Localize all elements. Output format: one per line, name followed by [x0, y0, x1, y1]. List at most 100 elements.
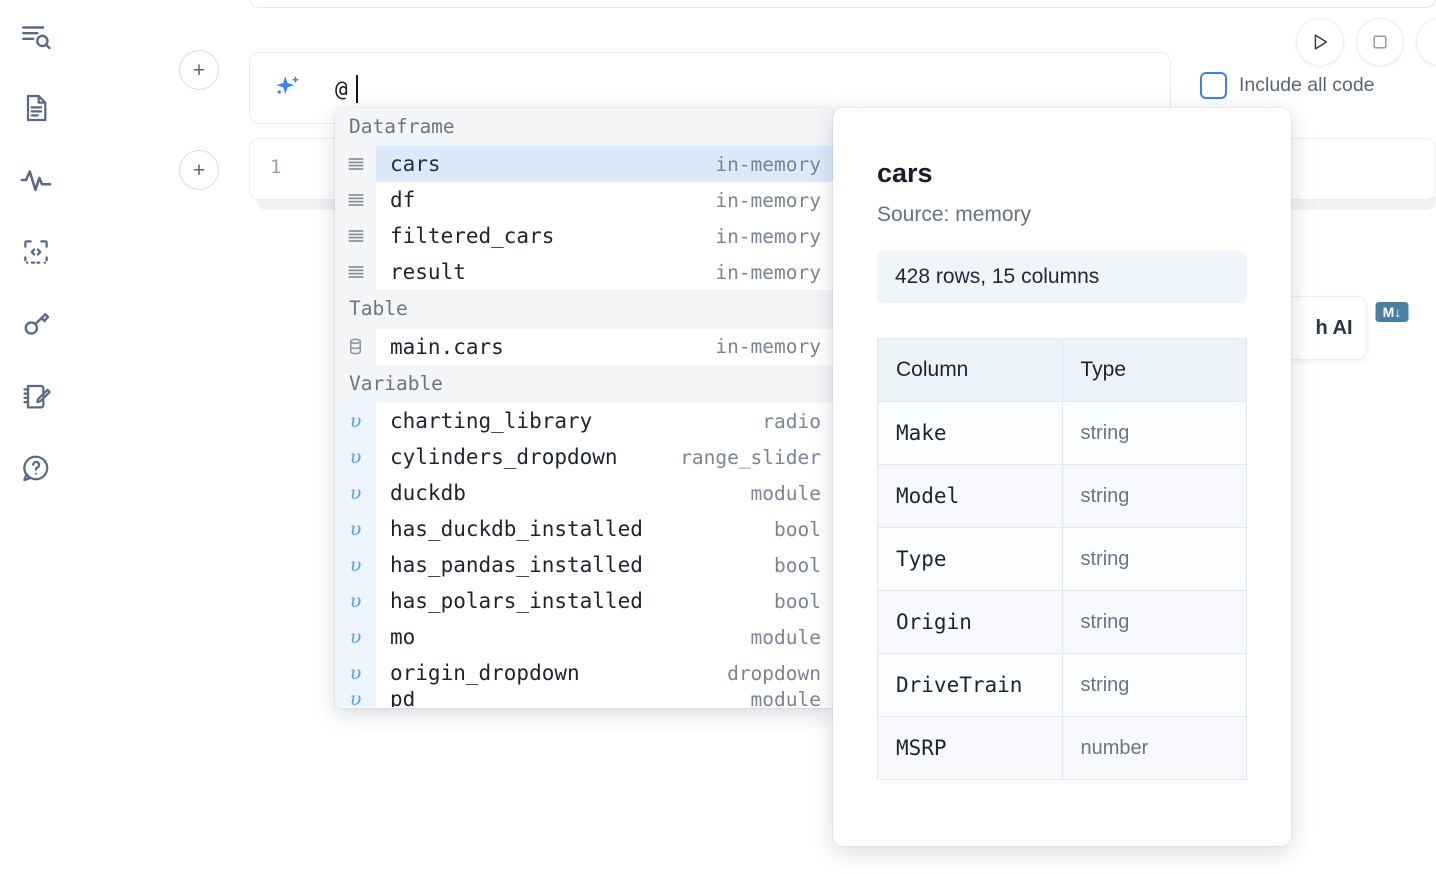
ai-sparkle-icon — [272, 73, 304, 105]
autocomplete-item[interactable]: υ has_duckdb_installed bool — [335, 511, 835, 548]
autocomplete-item-label: pd — [390, 691, 416, 708]
variable-icon: υ — [335, 403, 376, 440]
doc-shape-badge: 428 rows, 15 columns — [877, 251, 1247, 303]
doc-title: cars — [877, 158, 933, 188]
play-icon — [1314, 34, 1328, 50]
variable-icon: υ — [335, 547, 376, 584]
autocomplete-item-meta: in-memory — [715, 335, 821, 359]
key-secrets-icon[interactable] — [14, 302, 58, 346]
autocomplete-item[interactable]: main.cars in-memory — [335, 328, 835, 365]
variable-icon: υ — [335, 655, 376, 692]
add-cell-above-button[interactable]: + — [179, 50, 219, 90]
table-header-cell: Type — [1061, 338, 1247, 402]
column-type-cell: string — [1061, 464, 1247, 528]
variable-icon: υ — [335, 583, 376, 620]
autocomplete-item-meta: in-memory — [715, 224, 821, 248]
autocomplete-item[interactable]: υ charting_library radio — [335, 403, 835, 440]
doc-source: Source: memory — [877, 203, 1032, 226]
scratchpad-edit-icon[interactable] — [14, 374, 58, 418]
autocomplete-item-label: duckdb — [390, 481, 466, 506]
autocomplete-item-meta: bool — [774, 553, 821, 577]
more-actions-button[interactable] — [1416, 18, 1436, 66]
autocomplete-item-label: filtered_cars — [390, 224, 555, 249]
column-name-cell: Type — [877, 527, 1063, 591]
markdown-icon[interactable]: M↓ — [1375, 300, 1409, 329]
dataframe-icon — [335, 182, 376, 219]
previous-cell-panel — [249, 0, 1436, 8]
autocomplete-item-meta: bool — [774, 589, 821, 613]
dataframe-icon — [335, 254, 376, 291]
column-type-cell: number — [1061, 716, 1247, 780]
column-name-cell: Origin — [877, 590, 1063, 654]
column-name-cell: MSRP — [877, 716, 1063, 780]
include-all-code-label: Include all code — [1239, 74, 1375, 96]
dataframe-icon — [335, 146, 376, 183]
run-controls — [1296, 18, 1436, 66]
autocomplete-item-meta: radio — [762, 409, 821, 433]
stop-square-icon — [1373, 35, 1387, 49]
ai-prompt-input[interactable]: @ — [335, 77, 348, 101]
autocomplete-item-label: result — [390, 260, 466, 285]
autocomplete-item-meta: dropdown — [727, 661, 821, 685]
column-name-cell: Make — [877, 401, 1063, 465]
code-line-number: 1 — [270, 156, 282, 178]
help-chat-icon[interactable] — [14, 446, 58, 490]
autocomplete-item-meta: bool — [774, 517, 821, 541]
autocomplete-item[interactable]: result in-memory — [335, 254, 835, 291]
autocomplete-item-label: main.cars — [390, 334, 504, 359]
code-snippet-icon[interactable] — [14, 230, 58, 274]
include-all-code-row[interactable]: Include all code — [1200, 72, 1375, 99]
autocomplete-group-header: Table — [335, 290, 835, 329]
ai-card-label: h AI — [1315, 316, 1353, 339]
run-cell-button[interactable] — [1296, 18, 1344, 66]
autocomplete-item[interactable]: cars in-memory — [335, 146, 835, 183]
autocomplete-item-label: has_duckdb_installed — [390, 517, 643, 542]
autocomplete-item[interactable]: υ has_pandas_installed bool — [335, 547, 835, 584]
column-type-cell: string — [1061, 590, 1247, 654]
autocomplete-item-meta: module — [750, 691, 821, 708]
autocomplete-item[interactable]: filtered_cars in-memory — [335, 218, 835, 255]
file-document-icon[interactable] — [14, 86, 58, 130]
autocomplete-item[interactable]: υ has_polars_installed bool — [335, 583, 835, 620]
autocomplete-item-label: cars — [390, 152, 441, 177]
autocomplete-item-label: has_polars_installed — [390, 589, 643, 614]
activity-pulse-icon[interactable] — [14, 158, 58, 202]
column-name-cell: Model — [877, 464, 1063, 528]
autocomplete-item-meta: in-memory — [715, 260, 821, 284]
outline-search-icon[interactable] — [14, 14, 58, 58]
stop-cell-button[interactable] — [1356, 18, 1404, 66]
add-cell-below-button[interactable]: + — [179, 150, 219, 190]
table-header-cell: Column — [877, 338, 1063, 402]
variable-icon: υ — [335, 439, 376, 476]
autocomplete-item-label: charting_library — [390, 409, 593, 434]
dataframe-icon — [335, 218, 376, 255]
variable-icon: υ — [335, 511, 376, 548]
include-all-code-checkbox[interactable] — [1200, 72, 1227, 99]
text-caret — [356, 75, 358, 103]
documentation-panel: cars Source: memory 428 rows, 15 columns… — [833, 108, 1291, 846]
variable-icon: υ — [335, 619, 376, 656]
autocomplete-item-meta: in-memory — [715, 188, 821, 212]
variable-icon: υ — [335, 691, 376, 708]
autocomplete-item-label: has_pandas_installed — [390, 553, 643, 578]
autocomplete-group-header: Variable — [335, 364, 835, 404]
column-type-cell: string — [1061, 653, 1247, 717]
column-type-cell: string — [1061, 401, 1247, 465]
autocomplete-item-meta: range_slider — [680, 445, 821, 469]
autocomplete-group-header: Dataframe — [335, 108, 835, 147]
autocomplete-item-label: mo — [390, 625, 416, 650]
autocomplete-item-meta: module — [750, 481, 821, 505]
autocomplete-item-meta: in-memory — [715, 152, 821, 176]
